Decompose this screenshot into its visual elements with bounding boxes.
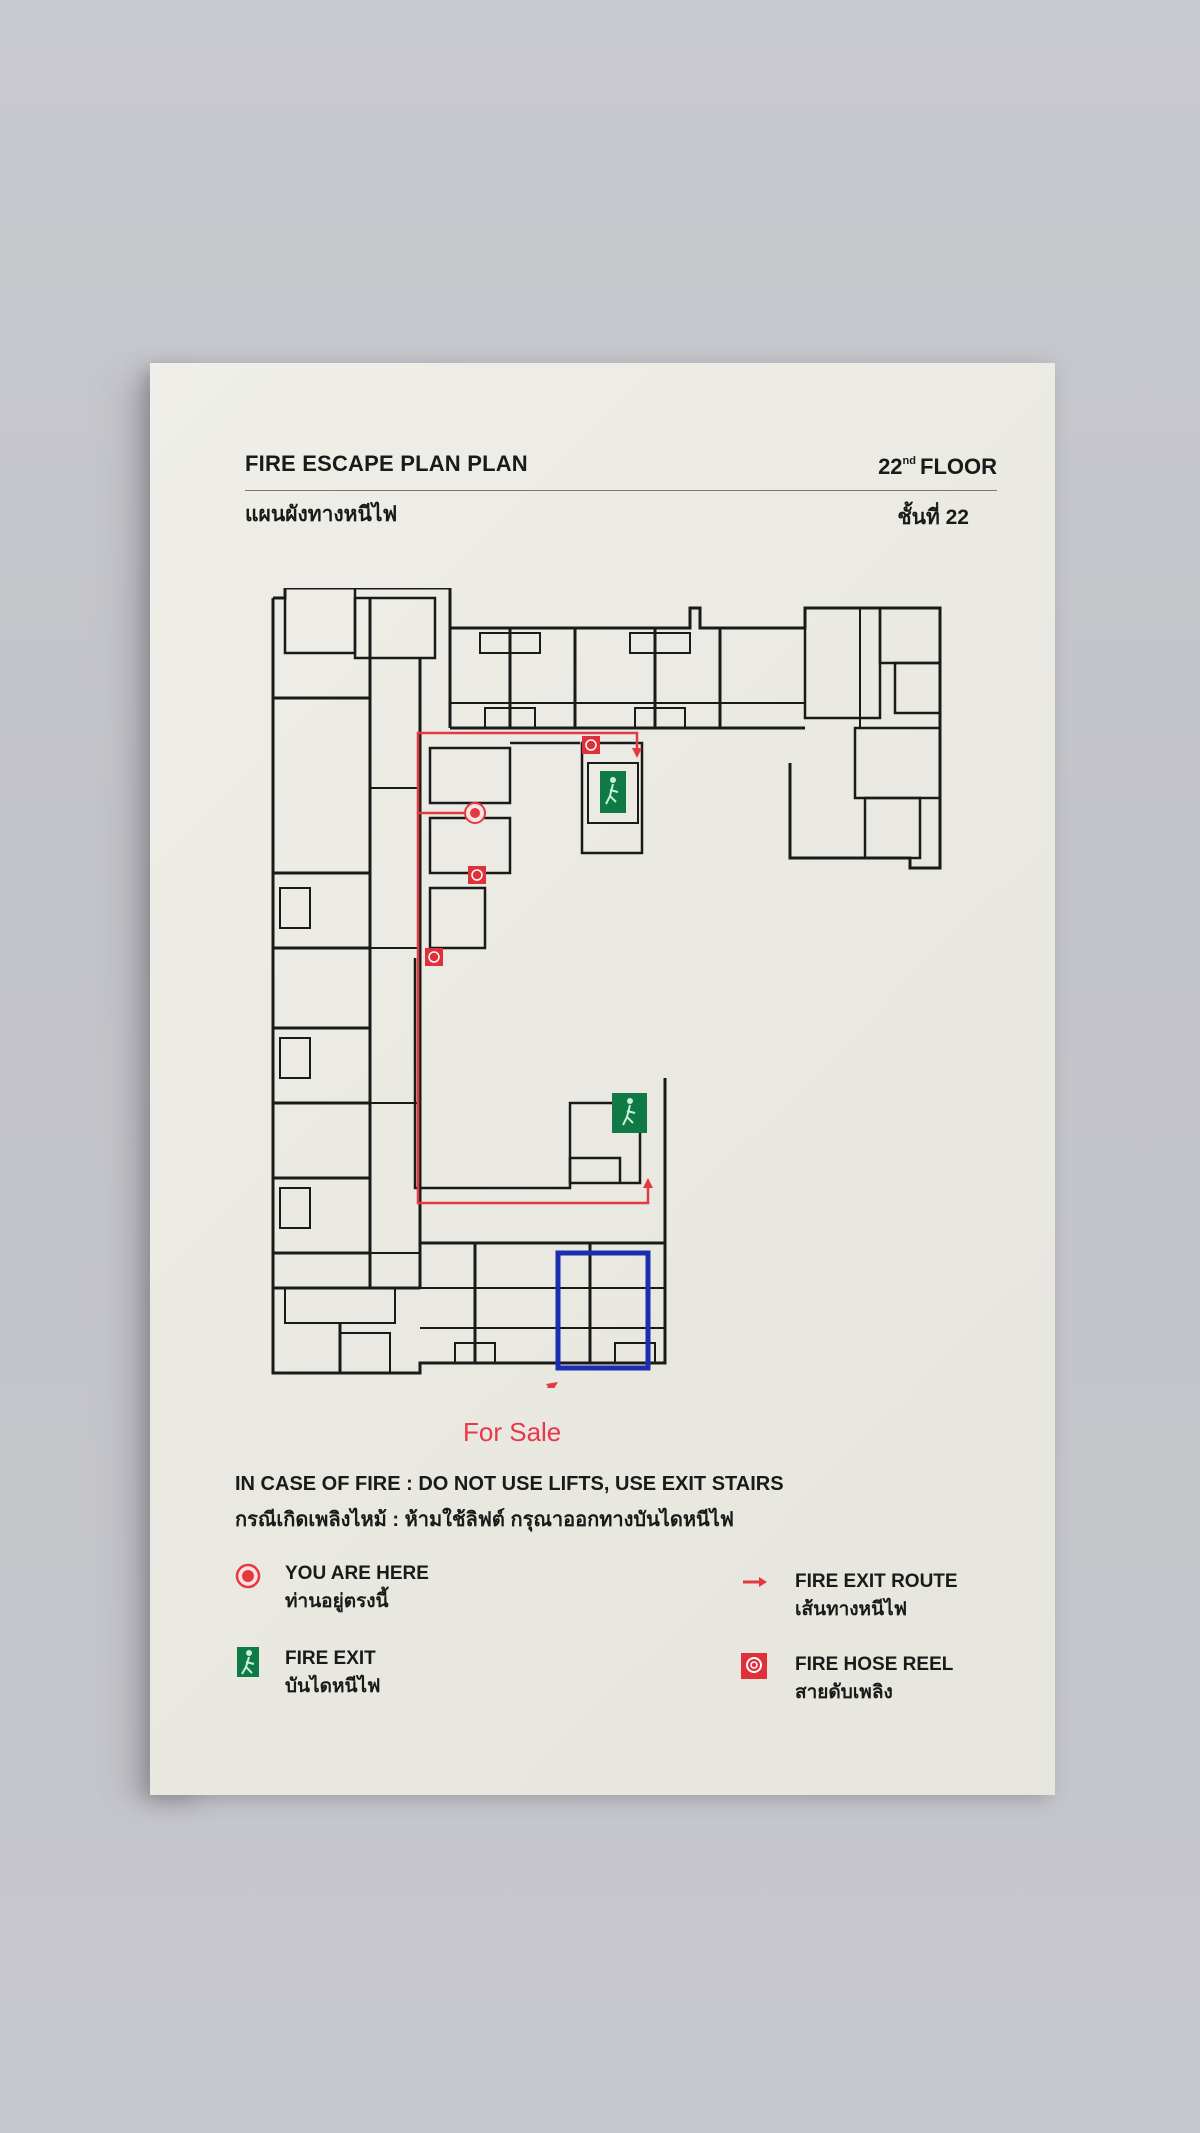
legend-fire-hose-reel: FIRE HOSE REEL สายดับเพลิง: [741, 1651, 954, 1707]
warning-thai: กรณีเกิดเพลิงไหม้ : ห้ามใช้ลิฟต์ กรุณาออ…: [235, 1509, 734, 1531]
highlighted-unit-for-sale: [555, 1250, 651, 1371]
floor-thai: ชั้นที่ 22: [897, 506, 969, 529]
you-are-here-icon: [235, 1563, 261, 1589]
fire-exit-stair-1: [587, 762, 639, 824]
floor-number: 22: [878, 454, 903, 479]
fire-exit-route-icon: [743, 1577, 767, 1587]
legend-label-en: FIRE EXIT ROUTE: [795, 1571, 958, 1592]
legend-label-th: บันไดหนีไฟ: [285, 1676, 381, 1697]
fire-hose-reel-1: [582, 736, 600, 754]
title-english: FIRE ESCAPE PLAN PLAN: [245, 451, 528, 476]
route-arrow-top: [632, 748, 642, 758]
for-sale-label: For Sale: [463, 1417, 562, 1447]
legend-label-th: เส้นทางหนีไฟ: [795, 1599, 908, 1620]
header-divider: [245, 490, 997, 491]
fire-hose-reel-3: [425, 948, 443, 966]
legend-fire-exit-route: FIRE EXIT ROUTE เส้นทางหนีไฟ: [743, 1568, 958, 1624]
fire-hose-reel-2: [468, 866, 486, 884]
warning-english: IN CASE OF FIRE : DO NOT USE LIFTS, USE …: [235, 1473, 784, 1495]
route-arrow-bottom: [643, 1178, 653, 1188]
for-sale-arrow: [546, 1382, 558, 1388]
floor-english: 22nd FLOOR: [878, 454, 997, 480]
legend-label-en: FIRE EXIT: [285, 1648, 376, 1669]
legend-fire-exit: FIRE EXIT บันไดหนีไฟ: [237, 1645, 381, 1701]
legend-label-th: ท่านอยู่ตรงนี้: [285, 1591, 389, 1612]
walls: [271, 588, 942, 1375]
legend-label-th: สายดับเพลิง: [795, 1682, 893, 1703]
fire-exit-icon: [237, 1647, 259, 1677]
fire-exit-stair-2: [612, 1093, 647, 1133]
fire-hose-reel-icon: [741, 1653, 767, 1679]
floor-plan: [271, 588, 942, 1388]
floor-suffix: nd: [902, 455, 916, 467]
legend-label-en: YOU ARE HERE: [285, 1563, 429, 1584]
floor-word: FLOOR: [920, 454, 997, 479]
legend-you-are-here: YOU ARE HERE ท่านอยู่ตรงนี้: [235, 1560, 429, 1616]
you-are-here-marker: [464, 802, 486, 824]
fire-escape-plan-sign: FIRE ESCAPE PLAN PLAN 22nd FLOOR แผนผังทา…: [150, 363, 1055, 1795]
legend-label-en: FIRE HOSE REEL: [795, 1654, 954, 1675]
title-thai: แผนผังทางหนีไฟ: [245, 503, 398, 526]
fire-exit-route: [416, 731, 650, 1205]
